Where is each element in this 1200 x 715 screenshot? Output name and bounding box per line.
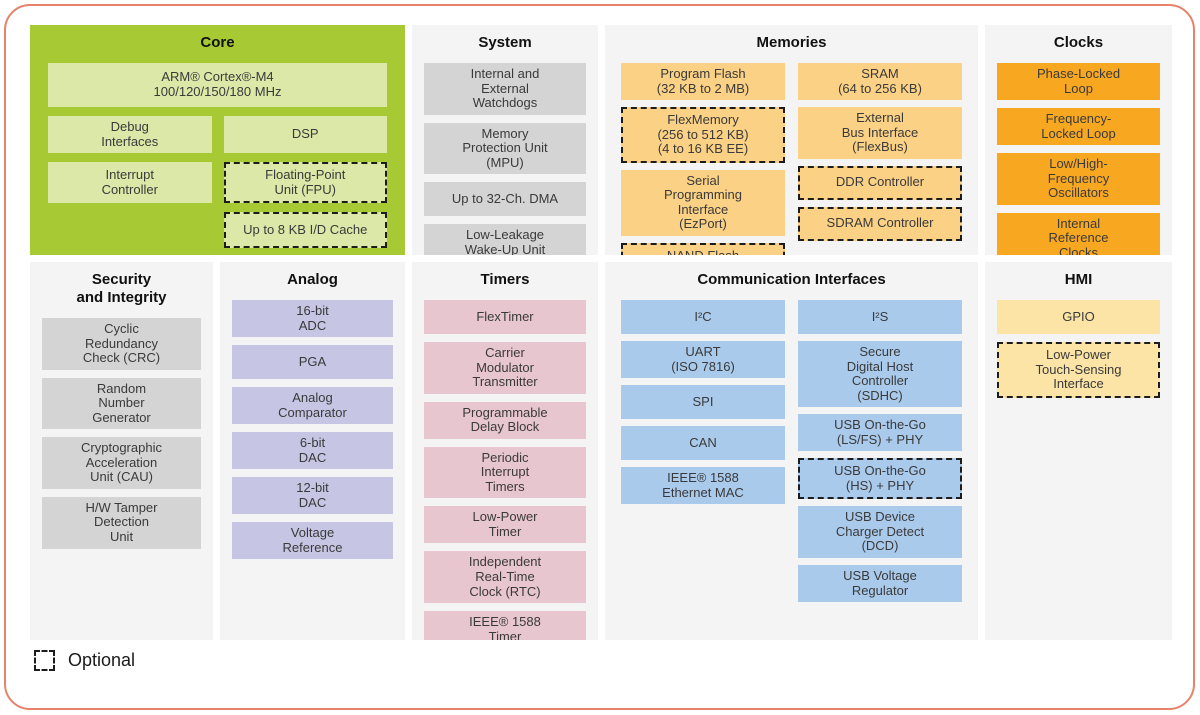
block-columns: Program Flash (32 KB to 2 MB) FlexMemory …	[621, 63, 962, 255]
diagram-block: USB On-the-Go (HS) + PHY	[798, 458, 962, 500]
diagram-block: Periodic Interrupt Timers	[424, 446, 586, 499]
section-title: System	[478, 34, 532, 51]
diagram-block: IEEE® 1588 Ethernet MAC	[621, 467, 785, 505]
diagram-block: Low/High- Frequency Oscillators	[997, 153, 1160, 205]
section-title: Memories	[756, 34, 827, 51]
section-title: Timers	[480, 271, 530, 288]
diagram-block: USB Device Charger Detect (DCD)	[798, 506, 962, 559]
diagram-block: Debug Interfaces	[48, 116, 212, 154]
diagram-block: Serial Programming Interface (EzPort)	[621, 169, 785, 236]
diagram-block: Carrier Modulator Transmitter	[424, 342, 586, 394]
diagram-block: Interrupt Controller	[48, 162, 212, 204]
diagram-block: FlexTimer	[424, 300, 586, 334]
diagram-block: Random Number Generator	[42, 377, 201, 430]
diagram-block: GPIO	[997, 300, 1160, 334]
optional-legend-label: Optional	[68, 650, 136, 670]
diagram-block: DDR Controller	[798, 165, 962, 200]
section-title: Communication Interfaces	[697, 271, 886, 288]
diagram-block: Voltage Reference	[232, 522, 393, 560]
diagram-block: Independent Real-Time Clock (RTC)	[424, 551, 586, 604]
diagram-block: 12-bit DAC	[232, 477, 393, 515]
diagram-block: Secure Digital Host Controller (SDHC)	[798, 341, 962, 408]
diagram-block: Analog Comparator	[232, 387, 393, 425]
section-title: Core	[200, 34, 235, 51]
diagram-block: Low-Power Timer	[424, 506, 586, 544]
diagram-block: Programmable Delay Block	[424, 401, 586, 439]
optional-dashed-box-icon	[34, 650, 55, 671]
diagram-block: Memory Protection Unit (MPU)	[424, 122, 586, 175]
diagram-block: Frequency- Locked Loop	[997, 108, 1160, 146]
diagram-block: Up to 8 KB I/D Cache	[223, 212, 387, 249]
diagram-block: PGA	[232, 345, 393, 380]
diagram-block: Floating-Point Unit (FPU)	[223, 162, 387, 204]
diagram-block: I²C	[621, 300, 785, 334]
block-list: GPIO Low-Power Touch-Sensing Interface	[997, 300, 1160, 398]
diagram-block: Internal Reference Clocks	[997, 212, 1160, 255]
diagram-block: Program Flash (32 KB to 2 MB)	[621, 63, 785, 101]
section-title: HMI	[1064, 271, 1093, 288]
diagram-block: SPI	[621, 385, 785, 420]
optional-legend: Optional	[34, 650, 135, 671]
diagram-block: CAN	[621, 426, 785, 461]
block-column: SRAM (64 to 256 KB) External Bus Interfac…	[798, 63, 962, 255]
diagram-block: Phase-Locked Loop	[997, 63, 1160, 101]
block-columns: I²C UART (ISO 7816) SPI CAN IEEE® 1588 Ether…	[621, 300, 962, 603]
diagram-block: Internal and External Watchdogs	[424, 63, 586, 115]
diagram-block: USB Voltage Regulator	[798, 565, 962, 603]
section-title: Clocks	[1053, 34, 1104, 51]
diagram-block: UART (ISO 7816)	[621, 341, 785, 379]
diagram-block: USB On-the-Go (LS/FS) + PHY	[798, 414, 962, 452]
core-wide-row: ARM® Cortex®-M4 100/120/150/180 MHz	[48, 63, 387, 107]
diagram-block: Up to 32-Ch. DMA	[424, 182, 586, 217]
diagram-block: SRAM (64 to 256 KB)	[798, 63, 962, 101]
section-title: Security and Integrity	[76, 271, 167, 306]
section-title: Analog	[287, 271, 338, 288]
diagram-block: Low-Leakage Wake-Up Unit	[424, 224, 586, 255]
diagram-block: H/W Tamper Detection Unit	[42, 496, 201, 549]
block-list: 16-bit ADC PGA Analog Comparator 6-bit DAC 1…	[232, 300, 393, 560]
core-block-grid: Debug Interfaces DSP Interrupt Controller F…	[48, 116, 387, 249]
diagram-block: SDRAM Controller	[798, 206, 962, 241]
diagram-block: IEEE® 1588 Timer	[424, 611, 586, 640]
diagram-block: FlexMemory (256 to 512 KB) (4 to 16 KB E…	[621, 107, 785, 163]
diagram-block: 6-bit DAC	[232, 432, 393, 470]
section-analog: Analog 16-bit ADC PGA Analog Comparator 6-bi…	[220, 262, 405, 640]
diagram-block: ARM® Cortex®-M4 100/120/150/180 MHz	[48, 63, 387, 107]
diagram-block: Low-Power Touch-Sensing Interface	[997, 342, 1160, 398]
diagram-block: Cyclic Redundancy Check (CRC)	[42, 318, 201, 370]
diagram-block: DSP	[223, 116, 387, 154]
block-column: I²C UART (ISO 7816) SPI CAN IEEE® 1588 Ether…	[621, 300, 785, 602]
block-list: Cyclic Redundancy Check (CRC) Random Numb…	[42, 318, 201, 549]
diagram-block: External Bus Interface (FlexBus)	[798, 107, 962, 159]
section-hmi: HMI GPIO Low-Power Touch-Sensing Interface	[985, 262, 1172, 640]
diagram-block: Cryptographic Acceleration Unit (CAU)	[42, 437, 201, 489]
block-column: Program Flash (32 KB to 2 MB) FlexMemory …	[621, 63, 785, 255]
spacer	[48, 212, 212, 248]
diagram-block: NAND Flash Controller	[621, 242, 785, 255]
block-column: I²S Secure Digital Host Controller (SDHC)…	[798, 300, 962, 603]
diagram-block: I²S	[798, 300, 962, 334]
diagram-block: 16-bit ADC	[232, 300, 393, 338]
